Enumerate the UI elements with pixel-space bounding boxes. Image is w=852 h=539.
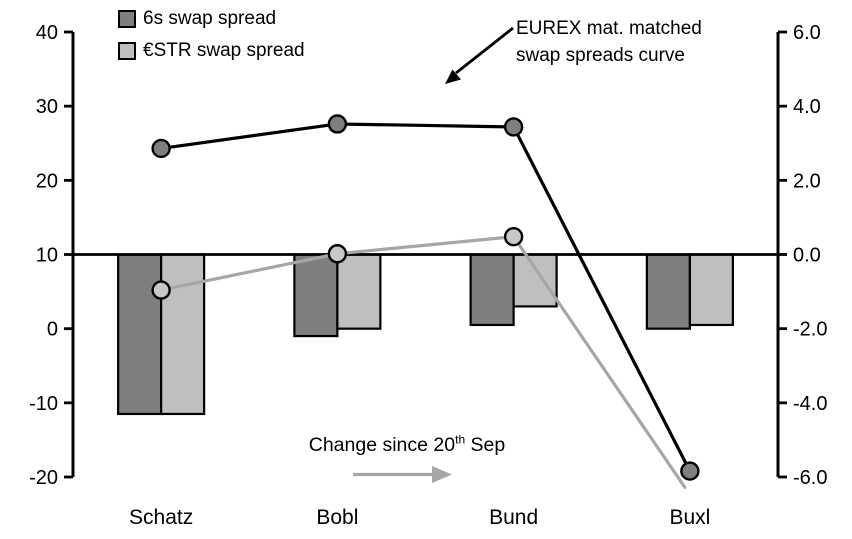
left-axis-tick-label: 40	[36, 22, 58, 44]
left-axis-tick-label: 20	[36, 170, 58, 192]
estr-marker-bund	[503, 226, 524, 247]
legend-swatch-6s-icon	[118, 9, 136, 28]
left-axis-tick-label: 30	[36, 96, 58, 118]
bar-estr-buxl	[688, 253, 734, 327]
change-annotation-prefix: Change since 20	[308, 434, 456, 456]
estr-marker-schatz	[151, 280, 171, 300]
bar-6s-schatz	[117, 253, 163, 416]
category-label: Bobl	[316, 506, 358, 529]
sixs-marker-schatz	[151, 138, 171, 159]
category-label: Bund	[489, 506, 538, 529]
estr-curve-line	[159, 235, 687, 489]
sixs-marker-buxl	[680, 461, 700, 481]
category-label: Buxl	[669, 506, 710, 529]
right-axis-tick-label: 6.0	[793, 22, 821, 44]
legend-item-estr: €STR swap spread	[118, 40, 305, 62]
left-axis-tick-label: 0	[47, 319, 58, 341]
curve-annotation-arrowhead-icon	[445, 69, 461, 84]
sixs-curve-line	[159, 122, 692, 473]
right-axis-tick-label: 0.0	[793, 245, 821, 267]
legend-swatch-estr-icon	[118, 41, 136, 60]
right-axis-tick-label: 2.0	[793, 170, 821, 192]
change-annotation: Change since 20th Sep	[282, 434, 532, 457]
curve-annotation-line1: EUREX mat. matched	[516, 18, 702, 39]
right-axis-tick-label: 4.0	[793, 96, 821, 118]
estr-marker-bobl	[327, 244, 348, 264]
curve-annotation-line2: swap spreads curve	[516, 44, 685, 66]
right-axis-tick-label: -4.0	[793, 393, 827, 415]
bar-estr-bund	[512, 253, 558, 308]
right-axis-tick-label: -2.0	[793, 319, 827, 341]
bar-6s-buxl	[645, 253, 691, 330]
sixs-marker-bobl	[327, 114, 348, 134]
legend-item-6s: 6s swap spread	[118, 8, 305, 30]
bar-6s-bund	[469, 253, 515, 327]
change-annotation-ordinal: th	[455, 432, 466, 447]
legend-label-estr: €STR swap spread	[143, 39, 305, 61]
bar-estr-schatz	[160, 253, 206, 416]
change-annotation-suffix: Sep	[465, 434, 506, 456]
bar-6s-bobl	[293, 253, 339, 338]
legend: 6s swap spread €STR swap spread	[118, 8, 305, 62]
curve-annotation-arrow	[455, 26, 514, 75]
bar-estr-bobl	[336, 253, 382, 330]
left-axis-tick-label: -10	[29, 393, 58, 415]
sixs-marker-bund	[503, 117, 524, 137]
left-axis-tick-label: 10	[36, 245, 58, 267]
change-annotation-arrowhead-icon	[432, 466, 452, 483]
category-label: Schatz	[129, 506, 193, 529]
curve-annotation: EUREX mat. matched swap spreads curve	[516, 16, 702, 70]
legend-label-6s: 6s swap spread	[143, 8, 277, 29]
right-axis-tick-label: -6.0	[793, 467, 827, 489]
left-axis-tick-label: -20	[29, 467, 58, 489]
